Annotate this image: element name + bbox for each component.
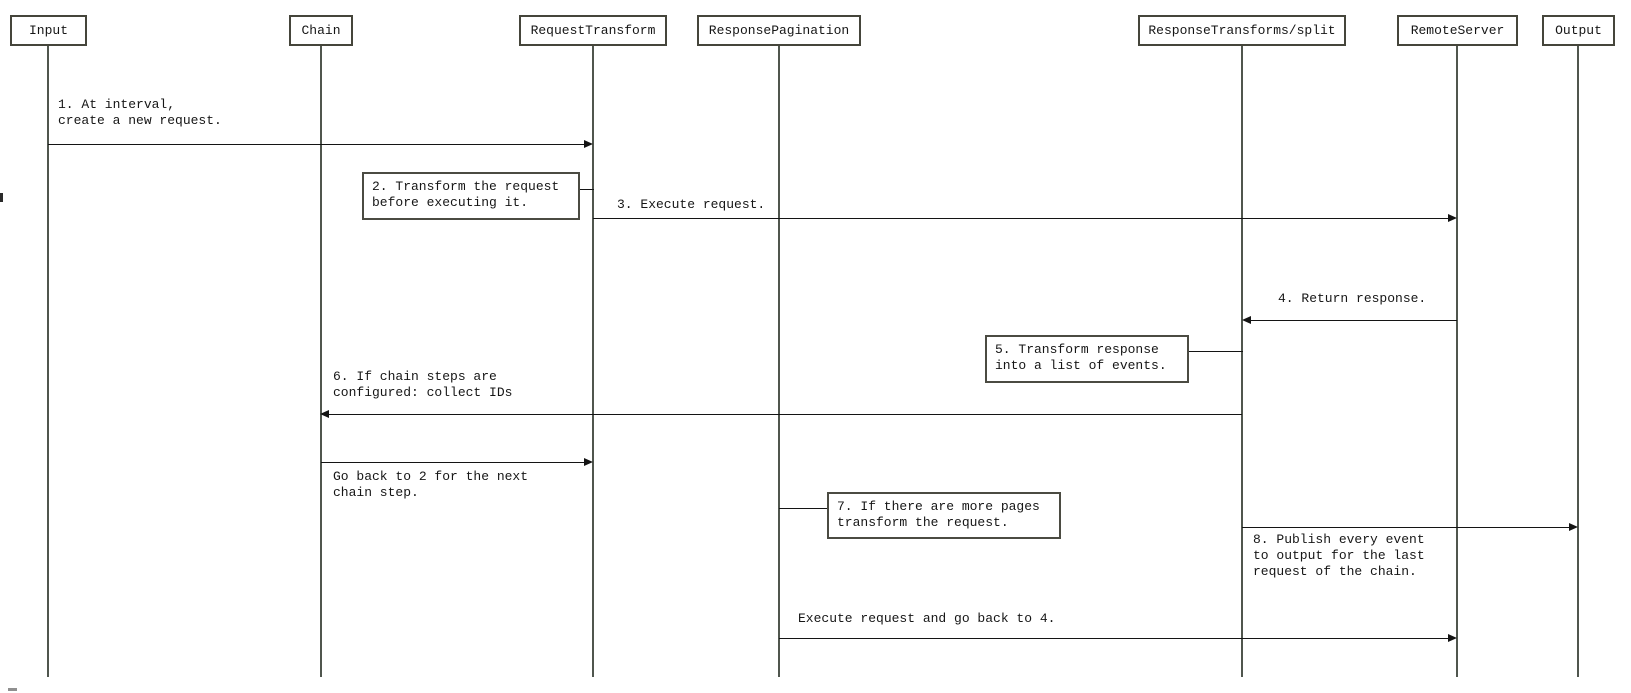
message-8-label: 8. Publish every event to output for the… [1253,532,1425,579]
note-5-connector [1187,351,1243,352]
message-3-arrowhead-icon [1448,214,1457,222]
message-6-arrowhead-icon [320,410,329,418]
message-execute-again-label: Execute request and go back to 4. [798,611,1056,626]
actor-box-response-pagination: ResponsePagination [697,15,861,46]
actor-box-output: Output [1542,15,1615,46]
message-6-label: 6. If chain steps are configured: collec… [333,369,513,400]
message-execute-again-line [779,638,1448,639]
message-8-arrowhead-icon [1569,523,1578,531]
message-goback-line [321,462,584,463]
message-6-line [328,414,1242,415]
actor-label-remote-server: RemoteServer [1410,23,1505,38]
actor-box-request-transform: RequestTransform [519,15,667,46]
actor-label-response-transforms-split: ResponseTransforms/split [1148,23,1336,38]
actor-box-remote-server: RemoteServer [1397,15,1518,46]
lifeline-chain [320,46,322,677]
lifeline-request-transform [592,46,594,677]
actor-box-input: Input [10,15,87,46]
actor-label-response-pagination: ResponsePagination [708,23,850,38]
lifeline-response-transforms-split [1241,46,1243,677]
note-7-connector [779,508,829,509]
actor-label-chain: Chain [301,23,341,38]
message-3-label: 3. Execute request. [617,197,766,212]
message-execute-again-arrowhead-icon [1448,634,1457,642]
message-1-arrowhead-icon [584,140,593,148]
message-1-line [48,144,585,145]
message-4-line [1251,320,1457,321]
message-4-label: 4. Return response. [1278,291,1427,306]
message-8-line [1242,527,1569,528]
actor-box-response-transforms-split: ResponseTransforms/split [1138,15,1346,46]
lifeline-output [1577,46,1579,677]
actor-label-input: Input [28,23,68,38]
actor-box-chain: Chain [289,15,353,46]
screen-edge-artifact [0,193,3,202]
message-4-arrowhead-icon [1242,316,1251,324]
message-goback-arrowhead-icon [584,458,593,466]
message-3-line [593,218,1449,219]
lifeline-remote-server [1456,46,1458,677]
note-2: 2. Transform the request before executin… [362,172,580,220]
actor-label-output: Output [1555,23,1602,38]
message-goback-label: Go back to 2 for the next chain step. [333,469,529,500]
lifeline-response-pagination [778,46,780,677]
note-7: 7. If there are more pages transform the… [827,492,1061,539]
message-1-label: 1. At interval, create a new request. [58,97,222,128]
screen-edge-artifact [8,688,17,691]
actor-label-request-transform: RequestTransform [530,23,656,38]
lifeline-input [47,46,49,677]
note-5: 5. Transform response into a list of eve… [985,335,1189,383]
note-2-connector [578,189,594,190]
